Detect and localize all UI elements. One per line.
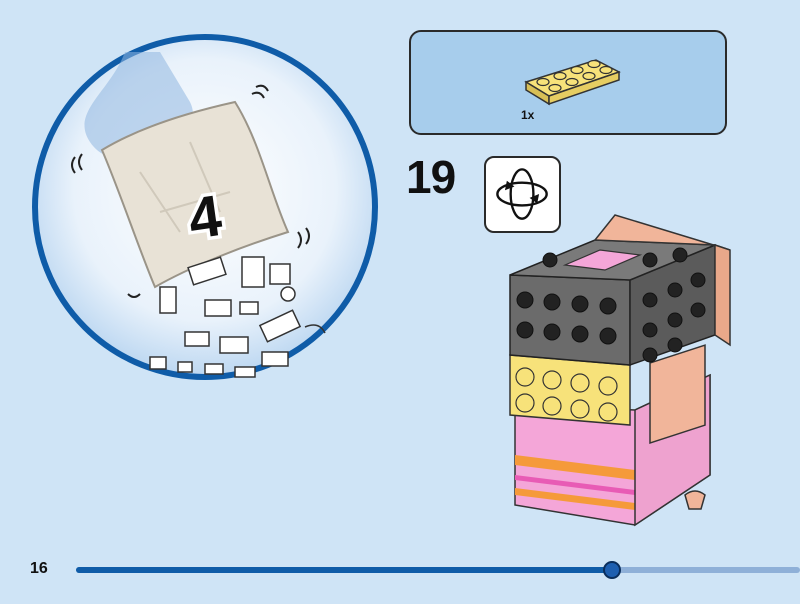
part-quantity: 1x <box>521 108 535 122</box>
bag-callout: 4 <box>32 34 378 380</box>
progress-bar <box>76 561 800 579</box>
step-number: 19 <box>406 151 456 203</box>
parts-bag-icon <box>100 100 290 289</box>
progress-knob[interactable] <box>602 561 621 579</box>
parts-list-callout: 1x <box>409 30 727 135</box>
progress-fill <box>76 567 612 573</box>
rotate-model-icon <box>484 156 561 233</box>
page-number: 16 <box>30 560 48 577</box>
model-illustration <box>509 214 731 527</box>
yellow-plate-2x4-icon <box>524 59 621 106</box>
